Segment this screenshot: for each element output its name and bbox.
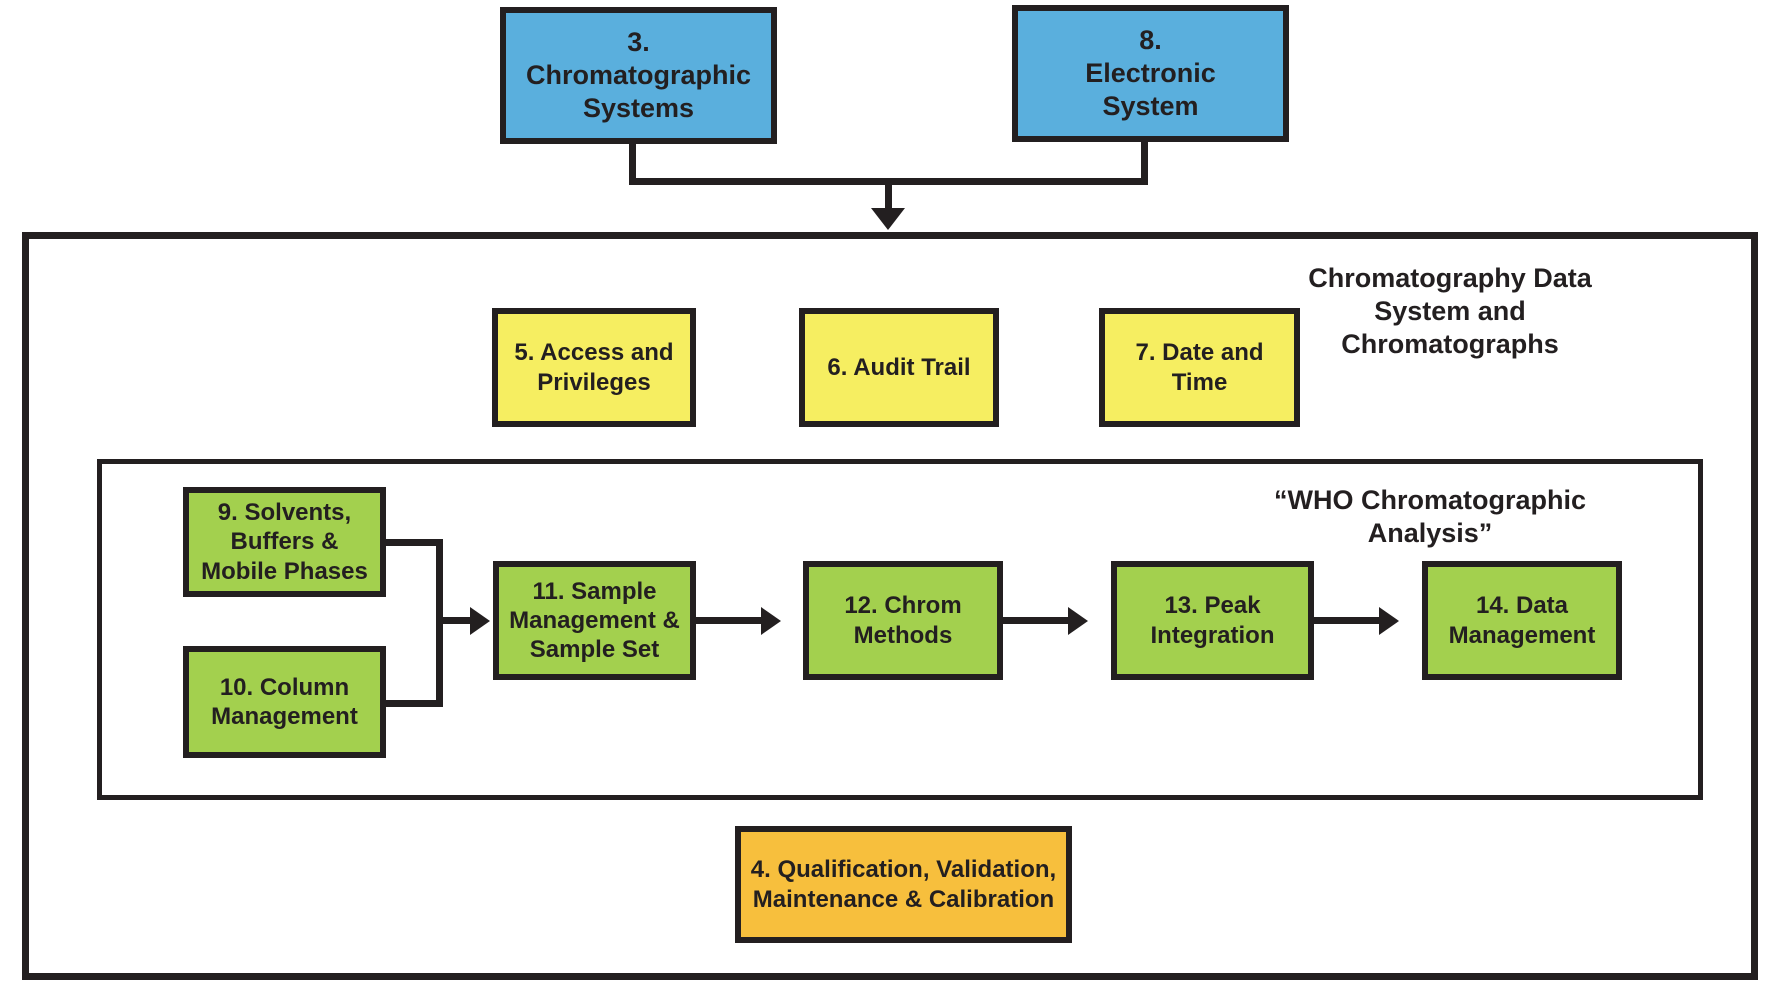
node-box-13[interactable]: 13. Peak Integration [1111, 561, 1314, 680]
node-box-5[interactable]: 5. Access and Privileges [492, 308, 696, 427]
merge-to-box11-shaft [436, 617, 475, 624]
flow-arrow-head-12-to-13 [1068, 607, 1088, 635]
connector-stub-box3 [629, 144, 636, 184]
flow-arrow-head-13-to-14 [1379, 607, 1399, 635]
node-box-7[interactable]: 7. Date and Time [1099, 308, 1300, 427]
node-box-4[interactable]: 4. Qualification, Validation, Maintenanc… [735, 826, 1072, 943]
flow-arrow-shaft-13-to-14 [1314, 617, 1384, 624]
flow-arrow-shaft-11-to-12 [696, 617, 766, 624]
who-analysis-title: “WHO Chromatographic Analysis” [1273, 485, 1586, 548]
node-box-10[interactable]: 10. Column Management [183, 646, 386, 758]
node-box-3[interactable]: 3. Chromatographic Systems [500, 7, 777, 144]
node-box-12[interactable]: 12. Chrom Methods [803, 561, 1003, 680]
connector-arrow-shaft-to-container [885, 178, 892, 218]
node-box-6[interactable]: 6. Audit Trail [799, 308, 999, 427]
connector-stub-box8 [1141, 142, 1148, 184]
flow-arrow-head-11-to-12 [761, 607, 781, 635]
node-box-9[interactable]: 9. Solvents, Buffers & Mobile Phases [183, 487, 386, 597]
node-box-8[interactable]: 8. Electronic System [1012, 5, 1289, 142]
merge-stub-from-box9 [386, 539, 443, 546]
merge-stub-from-box10 [386, 700, 443, 707]
node-box-14[interactable]: 14. Data Management [1422, 561, 1622, 680]
merge-to-box11-arrowhead [470, 607, 490, 635]
container-title: Chromatography Data System and Chromatog… [1308, 263, 1592, 359]
node-box-11[interactable]: 11. Sample Management & Sample Set [493, 561, 696, 680]
flow-arrow-shaft-12-to-13 [1003, 617, 1073, 624]
connector-arrow-head-to-container [871, 208, 905, 230]
